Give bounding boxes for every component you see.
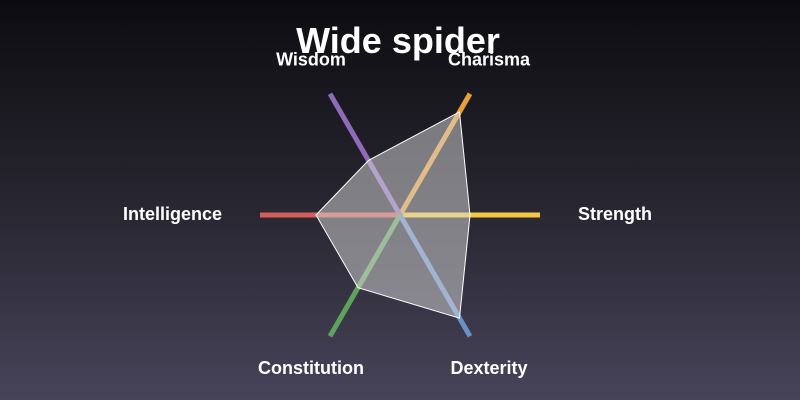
axis-label-strength: Strength xyxy=(578,204,652,224)
chart-title: Wide spider xyxy=(296,20,500,61)
axis-label-charisma: Charisma xyxy=(448,50,531,70)
axis-labels: Strength Charisma WisdomIntelligenceConsti… xyxy=(123,50,652,378)
axis-label-constitution: Constitution xyxy=(258,358,364,378)
data-polygon xyxy=(315,111,471,319)
axis-label-wisdom: Wisdom xyxy=(276,50,346,70)
axis-label-dexterity: Dexterity xyxy=(450,358,527,378)
axis-label-intelligence: Intelligence xyxy=(123,204,222,224)
